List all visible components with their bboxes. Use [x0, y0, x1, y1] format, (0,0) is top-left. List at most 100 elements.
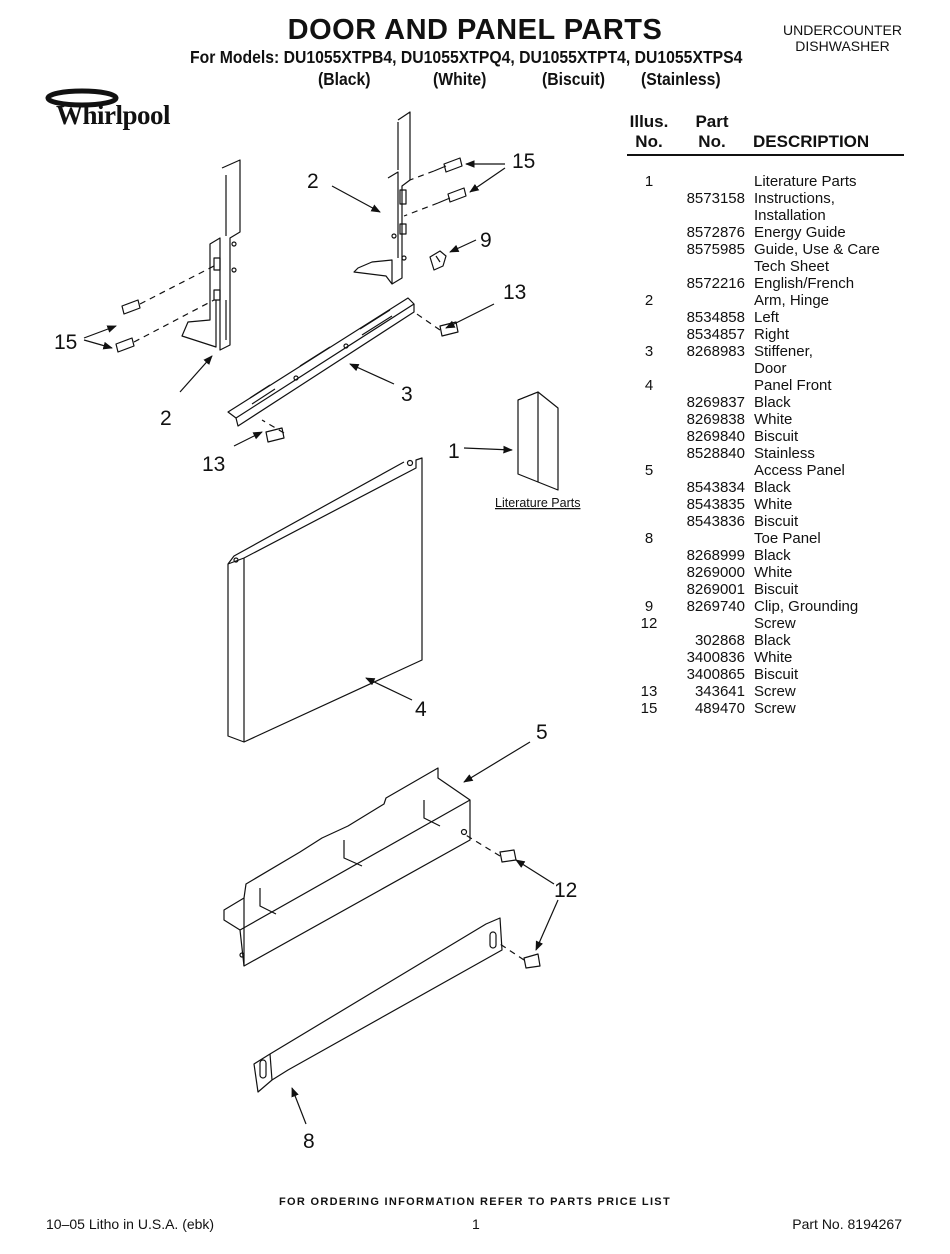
row-part-no: 8543834: [686, 479, 745, 496]
row-part-no: 8572216: [686, 275, 745, 292]
row-description: Left: [754, 309, 780, 326]
table-row: 15 489470 Screw: [627, 700, 917, 717]
row-part-no: 8572876: [686, 224, 745, 241]
row-description: Stainless: [754, 445, 815, 462]
litho-note: 10–05 Litho in U.S.A. (ebk): [46, 1216, 215, 1232]
header-illus-line2: No.: [635, 132, 663, 151]
literature-caption: Literature Parts: [495, 496, 580, 510]
callout-2-left: 2: [160, 407, 172, 430]
callout-2-top: 2: [307, 170, 319, 193]
row-description: Clip, Grounding: [754, 598, 859, 615]
row-part-no: 8575985: [686, 241, 745, 258]
color-white: (White): [433, 69, 487, 89]
callout-12: 12: [554, 879, 577, 902]
callout-1: 1: [448, 440, 460, 463]
color-black: (Black): [318, 69, 371, 89]
header-description: DESCRIPTION: [753, 132, 870, 151]
table-row: Installation: [627, 207, 917, 224]
brand-logo: Whirlpool: [42, 86, 202, 142]
page-title: DOOR AND PANEL PARTS: [287, 14, 663, 46]
document-part-number: Part No. 8194267: [792, 1216, 902, 1232]
callout-13-left: 13: [202, 453, 225, 476]
parts-table-header: Illus. No. Part No. DESCRIPTION: [627, 112, 904, 156]
row-part-no: 3400865: [686, 666, 745, 683]
row-description: Tech Sheet: [754, 258, 830, 275]
screw-13-left: [265, 427, 285, 443]
category-line-1: UNDERCOUNTER: [783, 22, 902, 38]
row-description: White: [754, 496, 793, 513]
header-illus-line1: Illus.: [629, 112, 669, 131]
row-part-no: 8543835: [686, 496, 745, 513]
literature-box: [517, 391, 559, 491]
row-description: White: [754, 649, 793, 666]
row-part-no: 8269840: [686, 428, 745, 445]
callout-4: 4: [415, 698, 427, 721]
brand-name: Whirlpool: [56, 100, 171, 130]
row-description: Access Panel: [754, 462, 845, 479]
row-part-no: 8573158: [686, 190, 745, 207]
ordering-note: FOR ORDERING INFORMATION REFER TO PARTS …: [279, 1196, 671, 1208]
row-part-no: 8269838: [686, 411, 745, 428]
table-row: 8572216 English/French: [627, 275, 917, 292]
screw-12-b: [523, 953, 541, 969]
screw-15-left-a: [121, 299, 141, 315]
header-part-line1: Part: [695, 112, 729, 131]
row-illus-no: 9: [644, 598, 654, 615]
row-description: English/French: [754, 275, 855, 292]
callout-3: 3: [401, 383, 413, 406]
screw-15-top-b: [437, 187, 467, 204]
row-part-no: 8543836: [686, 513, 745, 530]
table-row: 3400836 White: [627, 649, 917, 666]
row-illus-no: 8: [644, 530, 654, 547]
screw-15-left-b: [115, 337, 135, 353]
row-illus-no: 15: [640, 700, 658, 717]
row-description: Screw: [754, 615, 796, 632]
header-illus-no: Illus. No.: [627, 112, 671, 152]
toe-panel: [253, 917, 503, 1093]
row-description: Right: [754, 326, 790, 343]
row-part-no: 8269837: [686, 394, 745, 411]
callout-13-right: 13: [503, 281, 526, 304]
row-description: Screw: [754, 700, 796, 717]
row-part-no: 489470: [694, 700, 745, 717]
row-description: Biscuit: [754, 666, 799, 683]
row-part-no: 8534857: [686, 326, 745, 343]
front-panel: [227, 457, 423, 743]
callout-15-left: 15: [54, 331, 77, 354]
callout-15-top: 15: [512, 150, 535, 173]
row-description: Arm, Hinge: [754, 292, 830, 309]
row-part-no: 8269001: [686, 581, 745, 598]
assembly-lines: [133, 170, 525, 961]
row-illus-no: 13: [640, 683, 658, 700]
row-description: Toe Panel: [754, 530, 821, 547]
screw-12-a: [499, 849, 517, 863]
door-stiffener: [227, 297, 415, 427]
row-description: Instructions,: [754, 190, 835, 207]
row-part-no: 8534858: [686, 309, 745, 326]
leader-arrows: [83, 160, 559, 1125]
row-part-no: 8268999: [686, 547, 745, 564]
row-description: White: [754, 564, 793, 581]
color-stainless: (Stainless): [641, 69, 721, 89]
row-description: Door: [754, 360, 787, 377]
table-row: 8534857 Right: [627, 326, 917, 343]
hinge-arm-left: [181, 159, 241, 351]
row-part-no: 8268983: [686, 343, 745, 360]
row-description: Stiffener,: [754, 343, 813, 360]
row-part-no: 3400836: [686, 649, 745, 666]
